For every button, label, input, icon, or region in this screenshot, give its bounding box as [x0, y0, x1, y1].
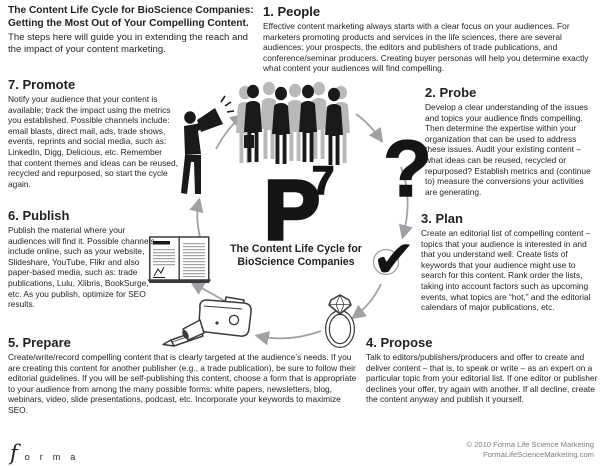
step-section-publish: 6. Publish Publish the material where yo… [8, 209, 158, 310]
p7-logo: P 7 The Content Life Cycle for BioScienc… [230, 158, 362, 268]
svg-text:7: 7 [312, 159, 334, 203]
website-url: FormaLifeScienceMarketing.com [483, 450, 594, 459]
page-title: The Content Life Cycle for BioScience Co… [8, 5, 254, 29]
megaphone-person-icon [181, 95, 235, 194]
question-mark-icon: ? [383, 124, 432, 213]
arrow-people-to-probe [355, 113, 384, 143]
briefcase [244, 135, 254, 148]
center-caption-line1: The Content Life Cycle for [230, 243, 362, 255]
forma-logo-f: f [10, 441, 18, 465]
step-body-publish: Publish the material where your audience… [8, 225, 155, 310]
arrow-propose-to-prepare [254, 330, 322, 346]
step-title-propose: 4. Propose [366, 335, 433, 350]
arrow-plan-to-propose [351, 283, 382, 320]
checkmark-icon: ✔ [372, 230, 416, 290]
business-people-icon [236, 81, 350, 165]
arrow-publish-to-promote [189, 197, 204, 242]
step-section-prepare: 5. Prepare Create/write/record compellin… [8, 336, 358, 416]
step-section-propose: 4. Propose Talk to editors/publishers/pr… [366, 336, 598, 405]
arrow-probe-to-plan [398, 166, 413, 240]
step-body-prepare: Create/write/record compelling content t… [8, 352, 357, 415]
step-title-plan: 3. Plan [421, 211, 463, 226]
svg-text:P: P [264, 163, 320, 257]
step-section-promote: 7. Promote Notify your audience that you… [8, 78, 178, 189]
step-title-prepare: 5. Prepare [8, 335, 71, 350]
ring-icon [325, 294, 355, 348]
step-title-probe: 2. Probe [425, 85, 477, 100]
forma-logo: f orma [10, 441, 85, 465]
step-body-plan: Create an editorial list of compelling c… [421, 228, 591, 313]
page-subtitle: The steps here will guide you in extendi… [8, 32, 248, 55]
step-section-plan: 3. Plan Create an editorial list of comp… [421, 212, 597, 313]
step-title-promote: 7. Promote [8, 77, 76, 92]
video-camera-icon [162, 296, 252, 347]
step-section-probe: 2. Probe Develop a clear understanding o… [425, 86, 597, 197]
copyright-block: © 2010 Forma Life Science Marketing Form… [466, 440, 594, 460]
step-body-probe: Develop a clear understanding of the iss… [425, 102, 591, 197]
step-title-people: 1. People [263, 4, 321, 19]
copyright-line: © 2010 Forma Life Science Marketing [466, 440, 594, 449]
svg-text:✔: ✔ [372, 230, 416, 290]
page-title-block: The Content Life Cycle for BioScience Co… [8, 5, 258, 56]
center-caption-line2: BioScience Companies [237, 256, 354, 268]
step-body-propose: Talk to editors/publishers/producers and… [366, 352, 598, 405]
open-book-icon [147, 236, 211, 283]
step-body-people: Effective content marketing always start… [263, 21, 589, 74]
step-section-people: 1. People Effective content marketing al… [263, 5, 597, 74]
forma-logo-rest: orma [24, 452, 86, 462]
step-title-publish: 6. Publish [8, 208, 70, 223]
step-body-promote: Notify your audience that your content i… [8, 94, 178, 189]
